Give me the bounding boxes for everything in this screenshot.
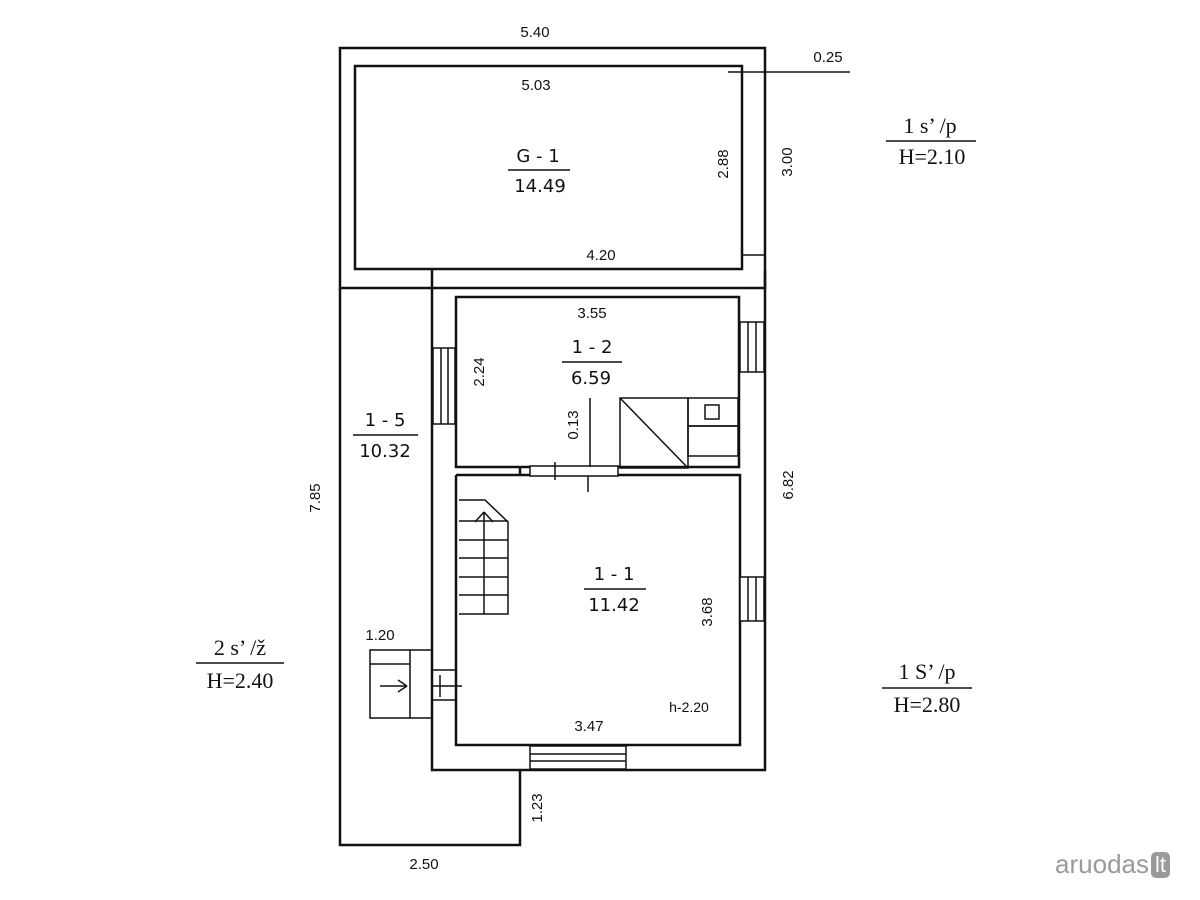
interior-stairs <box>459 499 509 615</box>
dim-room12-height: 2.24 <box>471 357 488 386</box>
dimension-lines <box>728 66 850 78</box>
room-11-height-note: h-2.20 <box>669 699 709 715</box>
windows <box>432 321 765 770</box>
dim-room12-width: 3.55 <box>577 305 606 322</box>
stove <box>619 397 739 469</box>
room-15-area: 10.32 <box>359 441 411 462</box>
room-garage-area: 14.49 <box>514 176 566 197</box>
dim-garage-bottom-width: 4.20 <box>586 247 615 264</box>
dim-garage-inner-height: 2.88 <box>715 149 732 178</box>
dim-stair-width: 1.20 <box>365 627 394 644</box>
dim-room11-width: 3.47 <box>574 718 603 735</box>
room-12-label: 1 - 2 6.59 <box>562 337 622 389</box>
floor-label-upper-right: 1 s’ /p H=2.10 <box>886 113 976 169</box>
floor-label-left: 2 s’ /ž H=2.40 <box>196 635 284 693</box>
room-garage-label: G - 1 14.49 <box>508 146 570 197</box>
room-11-id: 1 - 1 <box>594 564 635 585</box>
room-12-id: 1 - 2 <box>572 337 613 358</box>
dim-left-length: 7.85 <box>307 483 324 512</box>
dim-garage-outer-height: 3.00 <box>779 147 796 176</box>
room-12-area: 6.59 <box>571 368 611 389</box>
dimension-labels: 5.40 0.25 5.03 2.88 3.00 4.20 3.55 2.24 … <box>307 24 843 873</box>
dim-terrace-offset: 1.23 <box>529 793 546 822</box>
watermark-name: aruodas <box>1055 849 1149 879</box>
entrance-stairs <box>369 649 462 719</box>
room-15-label: 1 - 5 10.32 <box>353 410 418 462</box>
watermark-tld: lt <box>1151 851 1170 878</box>
dim-room12-gap: 0.13 <box>565 410 582 439</box>
dim-top-width: 5.40 <box>520 24 549 41</box>
dim-garage-inner-width: 5.03 <box>521 77 550 94</box>
room-11-area: 11.42 <box>588 595 640 616</box>
floor-height-lower-right: H=2.80 <box>894 692 961 717</box>
dim-bottom-width: 2.50 <box>409 856 438 873</box>
interior-door <box>529 398 619 492</box>
garage-walls <box>338 46 767 290</box>
floor-height-left: H=2.40 <box>207 668 274 693</box>
floor-type-lower-right: 1 S’ /p <box>898 659 955 684</box>
watermark-logo: aruodas lt <box>1055 849 1170 880</box>
dim-right-length: 6.82 <box>780 470 797 499</box>
floor-label-lower-right: 1 S’ /p H=2.80 <box>882 659 972 717</box>
room-15-id: 1 - 5 <box>365 410 406 431</box>
dim-wall-thickness: 0.25 <box>813 49 842 66</box>
dim-room11-height: 3.68 <box>699 597 716 626</box>
room-garage-id: G - 1 <box>516 146 559 167</box>
floor-type-upper-right: 1 s’ /p <box>903 113 956 138</box>
terrace-walls <box>338 288 522 847</box>
floor-height-upper-right: H=2.10 <box>899 144 966 169</box>
room-11-label: 1 - 1 11.42 h-2.20 <box>584 564 709 715</box>
floor-type-left: 2 s’ /ž <box>214 635 266 660</box>
